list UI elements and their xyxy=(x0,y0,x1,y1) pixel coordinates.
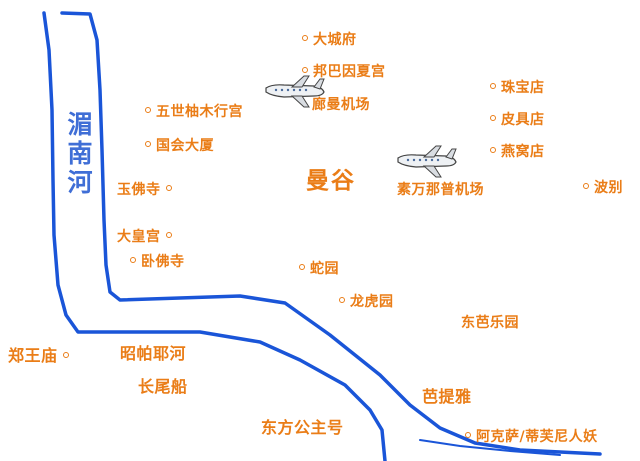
location-dot-icon xyxy=(165,185,172,191)
place-snake-farm[interactable]: 蛇园 xyxy=(299,260,339,278)
location-dot-icon xyxy=(130,257,136,263)
place-vimanmek[interactable]: 五世柚木行宫 xyxy=(145,103,243,121)
river-branch xyxy=(419,439,561,456)
river-label-char: 湄 xyxy=(67,110,93,139)
place-wat-phra-kaew[interactable]: 玉佛寺 xyxy=(117,181,172,199)
location-dot-icon xyxy=(490,83,496,89)
place-label: 廊曼机场 xyxy=(312,97,370,113)
location-dot-icon xyxy=(339,297,345,303)
place-label: 玉佛寺 xyxy=(117,182,161,198)
place-label: 大皇宫 xyxy=(117,229,161,245)
river-label: 湄 南 河 xyxy=(64,110,96,197)
place-pattaya[interactable]: 芭提雅 xyxy=(422,388,472,406)
place-label: 五世柚木行宫 xyxy=(156,104,243,120)
place-oriental-princess[interactable]: 东方公主号 xyxy=(261,419,344,437)
place-label: 东芭乐园 xyxy=(461,315,519,331)
airplane-icon xyxy=(265,75,325,108)
location-dot-icon xyxy=(145,107,151,113)
place-label: 邦巴因夏宫 xyxy=(313,64,386,80)
place-label: 素万那普机场 xyxy=(397,182,484,198)
place-label: 东方公主号 xyxy=(261,418,344,437)
airplane-icon xyxy=(397,145,457,178)
location-dot-icon xyxy=(165,232,172,238)
place-label: 长尾船 xyxy=(138,377,188,396)
place-label: 皮具店 xyxy=(501,112,545,128)
place-wat-pho[interactable]: 卧佛寺 xyxy=(130,253,185,271)
place-grand-palace[interactable]: 大皇宫 xyxy=(117,228,172,246)
place-nong-nooch[interactable]: 东芭乐园 xyxy=(461,314,519,332)
location-dot-icon xyxy=(62,351,69,358)
location-dot-icon xyxy=(302,67,308,73)
place-label: 燕窝店 xyxy=(501,144,545,160)
place-birds-nest[interactable]: 燕窝店 xyxy=(490,143,545,161)
place-suvarnabhumi-airport[interactable]: 素万那普机场 xyxy=(397,181,484,199)
place-jewelry[interactable]: 珠宝店 xyxy=(490,79,545,97)
place-label: 龙虎园 xyxy=(350,294,394,310)
location-dot-icon xyxy=(490,115,496,121)
place-label: 大城府 xyxy=(313,32,357,48)
river-label-char: 河 xyxy=(67,168,93,197)
place-wat-arun[interactable]: 郑王庙 xyxy=(8,347,69,365)
place-label: 波别 xyxy=(594,180,623,196)
place-alcazar-show[interactable]: 阿克萨/蒂芙尼人妖 xyxy=(465,428,598,446)
location-dot-icon xyxy=(490,147,496,153)
place-bobay[interactable]: 波别 xyxy=(583,179,623,197)
place-label: 珠宝店 xyxy=(501,80,545,96)
place-label: 芭提雅 xyxy=(422,387,472,406)
river-left-bank xyxy=(42,11,387,461)
place-label: 卧佛寺 xyxy=(141,254,185,270)
place-bang-pa-in[interactable]: 邦巴因夏宫 xyxy=(302,63,386,81)
place-label: 国会大厦 xyxy=(156,138,214,154)
place-don-mueang-airport[interactable]: 廊曼机场 xyxy=(312,96,370,114)
place-label: 昭帕耶河 xyxy=(120,344,187,363)
place-crocodile-farm[interactable]: 龙虎园 xyxy=(339,293,394,311)
place-ayutthaya[interactable]: 大城府 xyxy=(302,31,357,49)
place-longtail-boat[interactable]: 长尾船 xyxy=(138,378,188,396)
location-dot-icon xyxy=(299,264,305,270)
place-leather[interactable]: 皮具店 xyxy=(490,111,545,129)
place-label: 蛇园 xyxy=(310,261,339,277)
place-parliament[interactable]: 国会大厦 xyxy=(145,137,214,155)
place-label: 阿克萨/蒂芙尼人妖 xyxy=(476,429,598,445)
location-dot-icon xyxy=(145,141,151,147)
location-dot-icon xyxy=(583,183,589,189)
river-label-char: 南 xyxy=(67,139,93,168)
place-label: 郑王庙 xyxy=(8,346,58,365)
place-chao-phraya[interactable]: 昭帕耶河 xyxy=(120,345,186,363)
river-right-bank xyxy=(60,11,602,456)
location-dot-icon xyxy=(302,35,308,41)
city-label: 曼谷 xyxy=(306,168,356,194)
location-dot-icon xyxy=(465,432,471,438)
